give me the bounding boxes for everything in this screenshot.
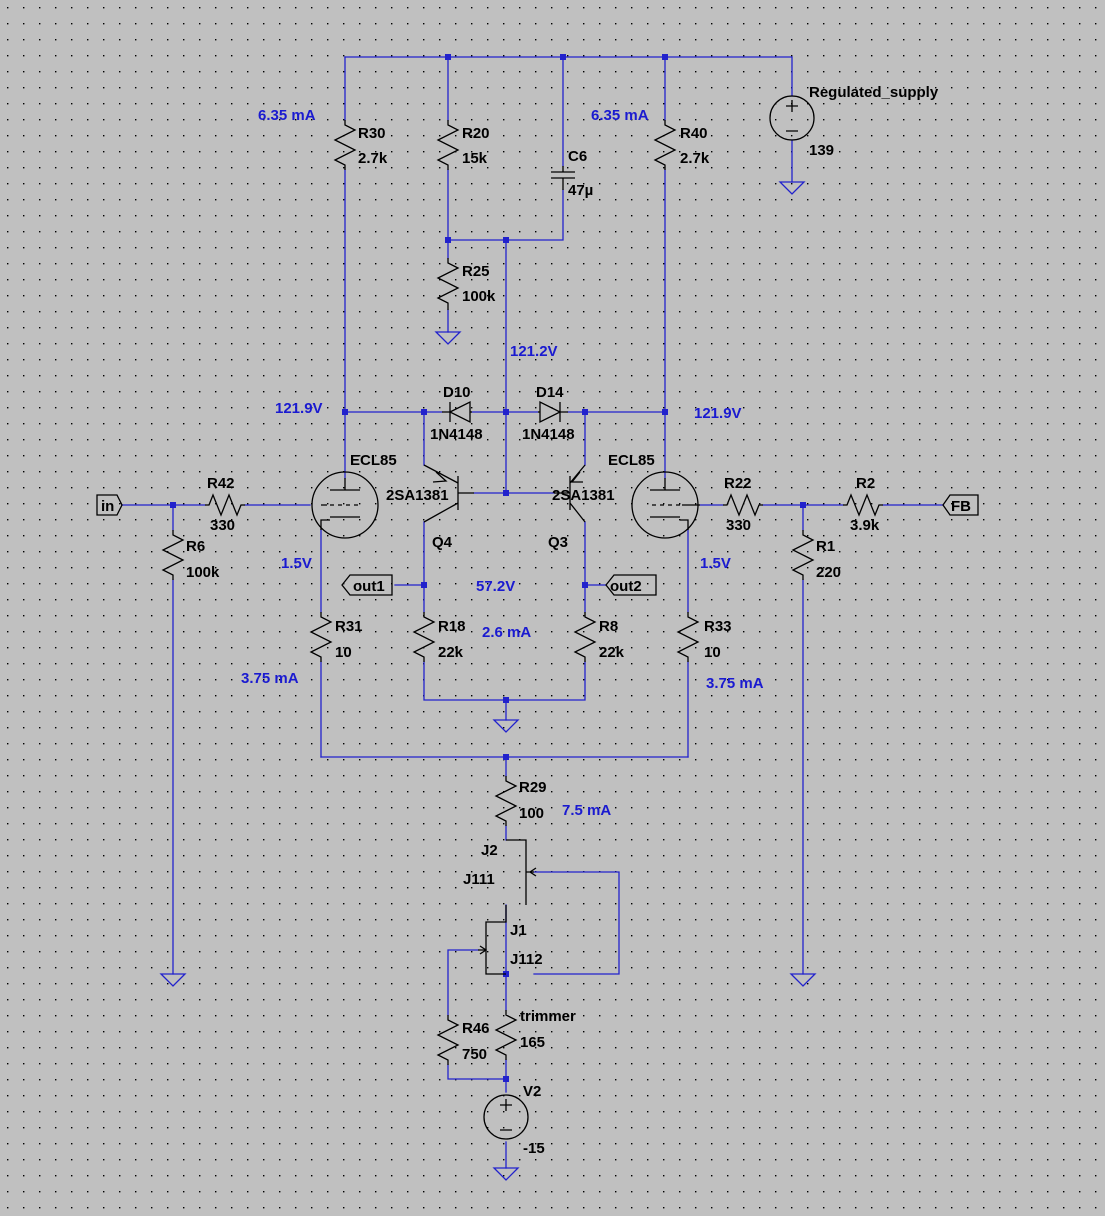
transistor-symbols xyxy=(423,464,586,523)
c6-name: C6 xyxy=(568,148,587,165)
d14-value: 1N4148 xyxy=(522,426,575,443)
r2-name: R2 xyxy=(856,475,875,492)
r25-name: R25 xyxy=(462,263,490,280)
resistors xyxy=(161,120,883,1065)
d10-name: D10 xyxy=(443,384,471,401)
port-shapes xyxy=(96,494,979,596)
r6-name: R6 xyxy=(186,538,205,555)
r20-value: 15k xyxy=(462,150,488,167)
v2-value: -15 xyxy=(523,1140,545,1157)
voltage-right-plate: 121.9V xyxy=(694,405,742,422)
port-out1-label: out1 xyxy=(353,578,385,595)
supply-name: Regulated_supply xyxy=(809,84,939,101)
r18-name: R18 xyxy=(438,618,466,635)
tube-right-name: ECL85 xyxy=(608,452,655,469)
j2-value: J111 xyxy=(463,871,495,888)
port-labels: in FB out1 out2 xyxy=(101,498,971,595)
q4-name: Q4 xyxy=(432,534,453,551)
ground-symbols xyxy=(159,181,817,1181)
r22-name: R22 xyxy=(724,475,752,492)
r46-value: 750 xyxy=(462,1046,487,1063)
j1-value: J112 xyxy=(510,951,543,968)
jfet-symbols xyxy=(478,839,537,975)
current-r40: 6.35 mA xyxy=(591,107,649,124)
q3-value: 2SA1381 xyxy=(552,487,615,504)
trimmer-name: trimmer xyxy=(520,1008,576,1025)
c6-value: 47µ xyxy=(568,182,593,199)
r8-name: R8 xyxy=(599,618,618,635)
capacitor-c6-symbol xyxy=(551,166,575,190)
component-labels: R30 2.7k R20 15k C6 47µ R40 2.7k Regulat… xyxy=(186,84,939,1157)
j2-name: J2 xyxy=(481,842,498,859)
r18-value: 22k xyxy=(438,644,464,661)
current-r31: 3.75 mA xyxy=(241,670,299,687)
r20-name: R20 xyxy=(462,125,490,142)
r30-name: R30 xyxy=(358,125,386,142)
current-r33: 3.75 mA xyxy=(706,675,764,692)
supply-value: 139 xyxy=(809,142,834,159)
q4-value: 2SA1381 xyxy=(386,487,449,504)
v2-name: V2 xyxy=(523,1083,541,1100)
r33-value: 10 xyxy=(704,644,721,661)
r1-value: 220 xyxy=(816,564,841,581)
port-fb-label: FB xyxy=(951,498,971,515)
r40-name: R40 xyxy=(680,125,708,142)
port-in-label: in xyxy=(101,498,114,515)
r25-value: 100k xyxy=(462,288,496,305)
current-tail: 7.5 mA xyxy=(562,802,611,819)
port-out2-label: out2 xyxy=(610,578,642,595)
voltage-outputs: 57.2V xyxy=(476,578,515,595)
r2-value: 3.9k xyxy=(850,517,880,534)
trimmer-value: 165 xyxy=(520,1034,545,1051)
d10-value: 1N4148 xyxy=(430,426,483,443)
voltage-mid-node: 121.2V xyxy=(510,343,558,360)
r8-value: 22k xyxy=(599,644,625,661)
voltage-source-symbols xyxy=(483,95,815,1140)
r6-value: 100k xyxy=(186,564,220,581)
r31-name: R31 xyxy=(335,618,363,635)
diode-symbols xyxy=(442,400,568,424)
current-r18: 2.6 mA xyxy=(482,624,531,641)
r33-name: R33 xyxy=(704,618,732,635)
tube-left-name: ECL85 xyxy=(350,452,397,469)
q3-name: Q3 xyxy=(548,534,568,551)
r22-value: 330 xyxy=(726,517,751,534)
r31-value: 10 xyxy=(335,644,352,661)
voltage-left-plate: 121.9V xyxy=(275,400,323,417)
r30-value: 2.7k xyxy=(358,150,388,167)
voltage-left-cathode: 1.5V xyxy=(281,555,312,572)
j1-name: J1 xyxy=(510,922,527,939)
current-r30: 6.35 mA xyxy=(258,107,316,124)
r46-name: R46 xyxy=(462,1020,490,1037)
r1-name: R1 xyxy=(816,538,835,555)
r40-value: 2.7k xyxy=(680,150,710,167)
r42-value: 330 xyxy=(210,517,235,534)
d14-name: D14 xyxy=(536,384,564,401)
r29-name: R29 xyxy=(519,779,547,796)
r29-value: 100 xyxy=(519,805,544,822)
operating-point-annotations: 6.35 mA 6.35 mA 121.2V 121.9V 121.9V 1.5… xyxy=(241,107,764,819)
tube-symbols xyxy=(311,471,700,539)
voltage-right-cathode: 1.5V xyxy=(700,555,731,572)
r42-name: R42 xyxy=(207,475,235,492)
